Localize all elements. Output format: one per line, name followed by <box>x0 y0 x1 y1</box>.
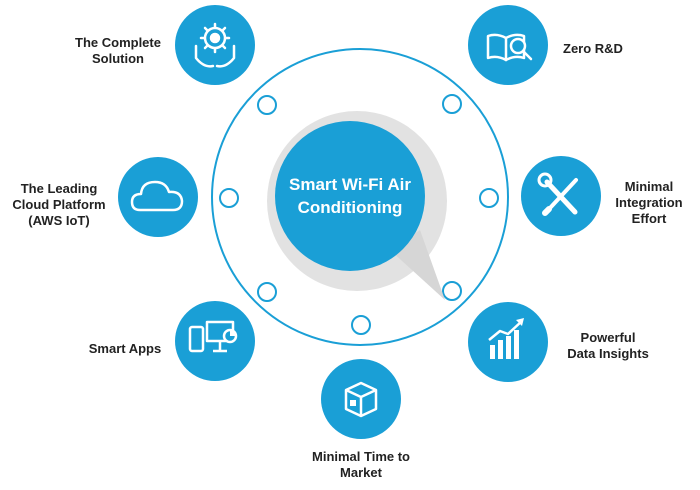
outer-ring <box>211 48 509 346</box>
feature-bubble <box>468 5 548 85</box>
ring-node <box>442 94 462 114</box>
ring-node <box>257 282 277 302</box>
ring-node <box>257 95 277 115</box>
ring-node <box>219 188 239 208</box>
feature-bubble <box>118 157 198 237</box>
center-title: Smart Wi-Fi Air Conditioning <box>288 175 411 217</box>
devices-icon <box>188 320 238 353</box>
cloud-icon <box>130 180 184 212</box>
ring-node <box>442 281 462 301</box>
label-complete-solution: The Complete Solution <box>75 35 161 66</box>
label-minimal-integration: Minimal Integration Effort <box>615 179 683 226</box>
label-cloud-platform: The Leading Cloud Platform (AWS IoT) <box>12 181 106 228</box>
ring-node <box>479 188 499 208</box>
box-icon <box>344 381 378 418</box>
feature-cloud-platform <box>118 157 198 237</box>
growth-chart-icon <box>488 318 524 359</box>
center-circle <box>275 121 425 271</box>
ring-node <box>351 315 371 335</box>
wrench-screwdriver-icon <box>537 172 578 216</box>
book-magnifier-icon <box>486 33 533 62</box>
feature-complete-solution <box>175 5 255 85</box>
gear-hands-icon <box>194 22 236 68</box>
feature-smart-apps <box>175 301 255 381</box>
label-data-insights: Powerful Data Insights <box>567 330 649 361</box>
label-smart-apps: Smart Apps <box>88 341 162 356</box>
feature-data-insights <box>468 302 548 382</box>
feature-minimal-integration <box>521 156 601 236</box>
feature-time-to-market <box>321 359 401 439</box>
feature-zero-rd <box>468 5 548 85</box>
feature-bubble <box>175 5 255 85</box>
label-zero-rd: Zero R&D <box>563 41 623 56</box>
label-time-to-market: Minimal Time to Market <box>312 449 410 480</box>
